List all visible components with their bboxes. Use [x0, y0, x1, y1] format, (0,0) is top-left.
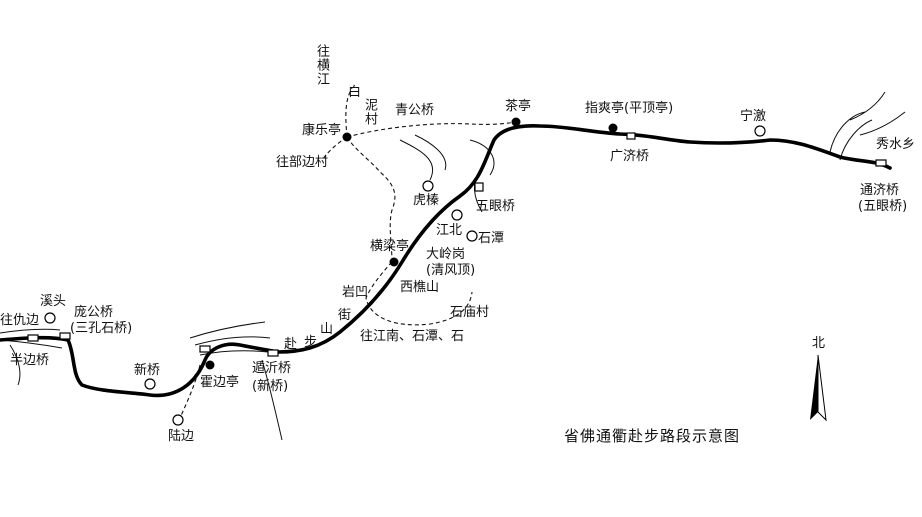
hollow-markers: [44, 125, 766, 426]
label-huzhen: 虎榛: [413, 193, 440, 208]
label-tangliang-pavilion: 横梁亭: [370, 239, 410, 254]
label-wang-bubian: 往部边村: [276, 155, 329, 170]
bridge-icon: [27, 334, 39, 342]
label-zhishuang-pavilion: 指爽亭(平顶亭): [585, 101, 674, 116]
label-shitan: 石潭: [478, 231, 505, 246]
label-wuyan-bridge-alt: (五眼桥): [858, 199, 908, 214]
solid-markers: [205, 117, 618, 370]
path-lubian: [179, 364, 201, 419]
label-chating: 茶亭: [505, 99, 532, 114]
map-title: 省佛通衢赴步路段示意图: [564, 427, 741, 445]
label-qingfengding: (清风顶): [426, 263, 476, 278]
river-east: [829, 91, 906, 161]
river-west: [189, 321, 283, 441]
path-hengjiang: [345, 87, 353, 138]
label-bu: 步: [304, 335, 318, 350]
bridge-icon: [626, 132, 636, 140]
label-guangji-bridge: 广济桥: [610, 149, 650, 164]
path-jiangnan: [365, 261, 473, 326]
bridges: [27, 132, 887, 357]
label-sankong-bridge: (三孔石桥): [70, 321, 133, 336]
solid-dot-icon: [342, 132, 352, 142]
label-bandao-bridge: 半边桥: [10, 353, 50, 368]
river-center: [399, 134, 495, 213]
label-tongji-bridge: 通济桥: [860, 183, 900, 198]
dashed-paths: [179, 87, 516, 419]
label-wang-jiangnan: 往江南、石潭、石: [360, 329, 465, 344]
label-wangchoubian: 往仇边: [0, 313, 40, 328]
hollow-circle-icon: [466, 230, 478, 242]
solid-dot-icon: [511, 117, 521, 127]
bridge-icon: [199, 345, 211, 353]
bridge-icon: [267, 349, 279, 357]
solid-dot-icon: [205, 360, 215, 370]
hollow-circle-icon: [451, 209, 463, 221]
bridge-icon: [875, 159, 887, 167]
label-wuyan-bridge: 五眼桥: [476, 199, 516, 214]
path-qinggong: [346, 121, 516, 138]
label-lubian: 陆边: [168, 429, 195, 444]
label-ningzheng: 宁激: [740, 109, 767, 124]
label-shicun: 石庙村: [450, 305, 490, 320]
label-xitou: 溪头: [40, 294, 67, 309]
label-huobian-pavilion: 霍边亭: [200, 375, 240, 390]
label-xiushui: 秀水乡: [876, 137, 916, 152]
label-wang-hengjiang: 往横江: [314, 44, 329, 86]
label-shang: 山: [320, 322, 334, 337]
hollow-circle-icon: [754, 125, 766, 137]
label-dalinggang: 大岭岗: [426, 247, 466, 262]
hollow-circle-icon: [44, 312, 56, 324]
bridge-icon: [59, 332, 71, 340]
label-bainicun: 泥村: [362, 98, 377, 126]
label-qinggong-bridge: 青公桥: [395, 103, 435, 118]
hollow-circle-icon: [144, 378, 156, 390]
label-wang-hengjiang-bai: 白: [348, 85, 362, 100]
solid-dot-icon: [389, 257, 399, 267]
main-road: [0, 124, 892, 398]
label-xinqiao-village: 新桥: [134, 363, 161, 378]
label-kangle-pavilion: 康乐亭: [302, 123, 342, 138]
solid-dot-icon: [608, 123, 618, 133]
label-qiaotou-bridge: 遁沂桥: [252, 361, 292, 376]
label-xinqiao: (新桥): [252, 379, 289, 394]
path-kangle-south: [346, 136, 396, 263]
north-arrow-icon: [810, 354, 827, 422]
label-longgong-bridge: 庞公桥: [74, 305, 114, 320]
hollow-circle-icon: [422, 180, 434, 192]
label-xiqiaoshan: 西樵山: [400, 280, 440, 295]
label-yanting: 岩凹: [342, 285, 369, 300]
label-fu: 赴: [284, 337, 298, 352]
north-label: 北: [812, 336, 826, 351]
hollow-circle-icon: [172, 414, 184, 426]
label-jiangbei: 江北: [436, 223, 463, 238]
bridge-icon: [474, 182, 484, 192]
label-jie: 街: [338, 308, 352, 323]
